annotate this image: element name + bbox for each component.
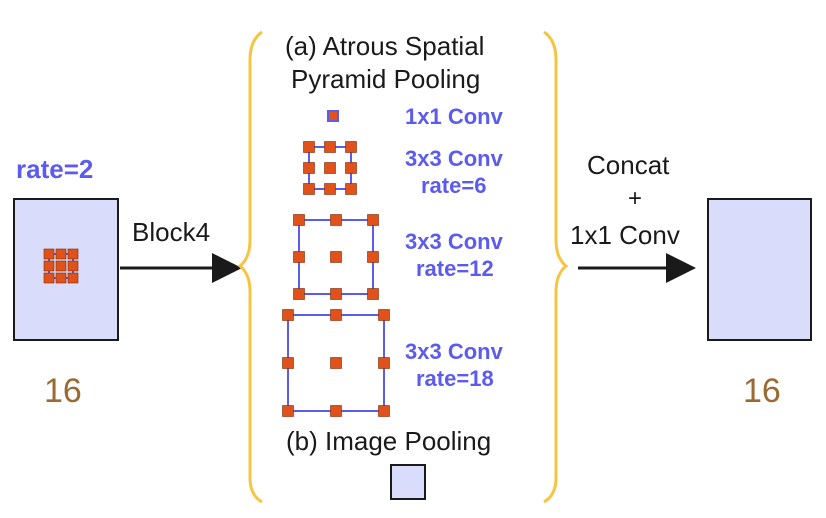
kernel-sample-point	[67, 272, 79, 284]
output-size-label: 16	[743, 372, 781, 410]
kernel-sample-point	[43, 272, 55, 284]
aspp-title-line2: Pyramid Pooling	[291, 64, 481, 94]
kernel-sample-point	[293, 214, 305, 226]
kernel-sample-point	[330, 251, 342, 263]
kernel-rate-18	[282, 309, 390, 417]
kernel-sample-point	[330, 357, 342, 369]
kernel-sample-point	[293, 288, 305, 300]
image-pooling-label: (b) Image Pooling	[286, 426, 492, 456]
branch-rate6-rate: rate=6	[421, 173, 487, 198]
kernel-sample-point	[367, 288, 379, 300]
kernel-sample-point	[324, 141, 336, 153]
block4-label: Block4	[132, 217, 211, 247]
kernel-sample-point	[303, 183, 315, 195]
kernel-rate-12	[293, 214, 379, 300]
kernel-sample-point	[282, 309, 294, 321]
branch-rate12-rate: rate=12	[416, 256, 494, 281]
concat-label: Concat	[587, 150, 670, 180]
input-rate-label: rate=2	[16, 154, 94, 184]
kernel-sample-point	[282, 357, 294, 369]
branch-1x1-label: 1x1 Conv	[405, 104, 503, 129]
kernel-sample-point	[55, 260, 67, 272]
kernel-sample-point	[367, 214, 379, 226]
kernel-sample-point	[43, 260, 55, 272]
kernel-sample-point	[303, 141, 315, 153]
kernel-sample-point	[303, 162, 315, 174]
kernel-sample-point	[330, 405, 342, 417]
kernel-sample-point	[324, 162, 336, 174]
kernel-sample-point	[55, 272, 67, 284]
kernel-sample-point	[378, 405, 390, 417]
input-size-label: 16	[44, 372, 82, 410]
concat-conv-label: 1x1 Conv	[570, 220, 680, 250]
kernel-sample-point	[43, 248, 55, 260]
image-pooling-box	[390, 464, 426, 500]
kernel-sample-point	[330, 309, 342, 321]
kernel-sample-point	[330, 288, 342, 300]
kernel-sample-point	[345, 141, 357, 153]
aspp-title-line1: (a) Atrous Spatial	[285, 31, 485, 61]
kernel-sample-point	[282, 405, 294, 417]
output-feature-map	[707, 198, 812, 341]
kernel-sample-point	[293, 251, 305, 263]
kernel-sample-point	[55, 248, 67, 260]
kernel-1x1	[327, 110, 339, 122]
branch-rate6-label: 3x3 Conv	[405, 146, 503, 171]
input-kernel	[43, 248, 79, 284]
kernel-rate-6	[303, 141, 357, 195]
kernel-sample-point	[330, 214, 342, 226]
kernel-sample-point	[345, 183, 357, 195]
branch-rate12-label: 3x3 Conv	[405, 229, 503, 254]
kernel-sample-point	[378, 309, 390, 321]
kernel-sample-point	[67, 260, 79, 272]
kernel-sample-point	[345, 162, 357, 174]
branch-rate18-rate: rate=18	[416, 366, 494, 391]
kernel-sample-point	[67, 248, 79, 260]
left-brace	[237, 30, 263, 504]
kernel-sample-point	[324, 183, 336, 195]
right-brace	[543, 30, 569, 504]
kernel-sample-point	[378, 357, 390, 369]
kernel-sample-point	[367, 251, 379, 263]
concat-plus: +	[628, 185, 643, 212]
branch-rate18-label: 3x3 Conv	[405, 339, 503, 364]
